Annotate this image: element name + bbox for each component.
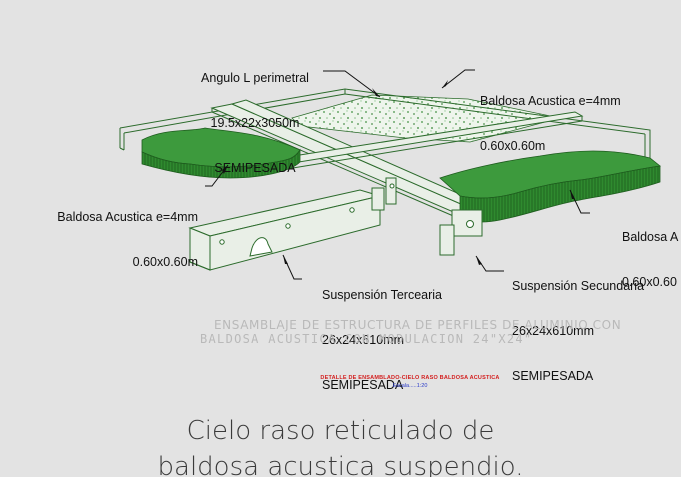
label-line: SEMIPESADA bbox=[214, 161, 296, 175]
label-line: 26x24x610mm bbox=[512, 324, 594, 338]
drawing-caption: ENSAMBLAJE DE ESTRUCTURA DE PERFILES DE … bbox=[200, 318, 660, 346]
right-acoustic-tile bbox=[439, 150, 661, 223]
label-line: Suspensión Tercearia bbox=[322, 288, 442, 302]
label-line: SEMIPESADA bbox=[322, 378, 404, 392]
drawing-title: DETALLE DE ENSAMBLADO-CIELO RASO BALDOSA… bbox=[320, 375, 500, 381]
label-baldosa-right: Baldosa A 0.60x0.60 bbox=[622, 200, 678, 320]
label-line: 0.60x0.60m bbox=[480, 139, 546, 153]
label-line: 26x24x610mm bbox=[322, 333, 404, 347]
label-line: 0.60x0.60m bbox=[132, 255, 198, 269]
label-suspension-secundaria: Suspensión Secundaria 26x24x610mm SEMIPE… bbox=[512, 249, 644, 414]
drawing-caption-line1: ENSAMBLAJE DE ESTRUCTURA DE PERFILES DE … bbox=[214, 318, 622, 332]
label-line: Suspensión Secundaria bbox=[512, 279, 645, 293]
label-line: Angulo L perimetral bbox=[201, 71, 309, 85]
connector-clips bbox=[371, 177, 483, 256]
label-line: Baldosa A bbox=[622, 230, 679, 244]
label-angulo-perimetral: Angulo L perimetral 19.5x22x3050m SEMIPE… bbox=[180, 41, 330, 206]
label-line: SEMIPESADA bbox=[512, 369, 594, 383]
leader-arrowheads bbox=[222, 80, 575, 265]
left-acoustic-tile bbox=[141, 127, 301, 179]
label-baldosa-left: Baldosa Acustica e=4mm 0.60x0.60m bbox=[2, 180, 198, 300]
label-line: 0.60x0.60 bbox=[622, 275, 677, 289]
tertiary-suspension-runner bbox=[188, 189, 382, 271]
label-suspension-terciaria: Suspensión Tercearia 26x24x610mm SEMIPES… bbox=[322, 258, 442, 423]
main-tee bbox=[210, 99, 482, 219]
label-line: 19.5x22x3050m bbox=[210, 116, 300, 130]
main-caption-line1: Cielo raso reticulado de bbox=[186, 416, 495, 446]
main-caption-line2: baldosa acustica suspendio. bbox=[157, 452, 524, 477]
label-line: Baldosa Acustica e=4mm bbox=[480, 94, 621, 108]
label-line: Baldosa Acustica e=4mm bbox=[57, 210, 198, 224]
drawing-scale: Escala.....1:20 bbox=[392, 383, 428, 389]
label-baldosa-top: Baldosa Acustica e=4mm 0.60x0.60m bbox=[480, 64, 621, 184]
drawing-caption-line2: BALDOSA ACUSTICA CON MODULACION 24"X24" bbox=[200, 332, 533, 346]
